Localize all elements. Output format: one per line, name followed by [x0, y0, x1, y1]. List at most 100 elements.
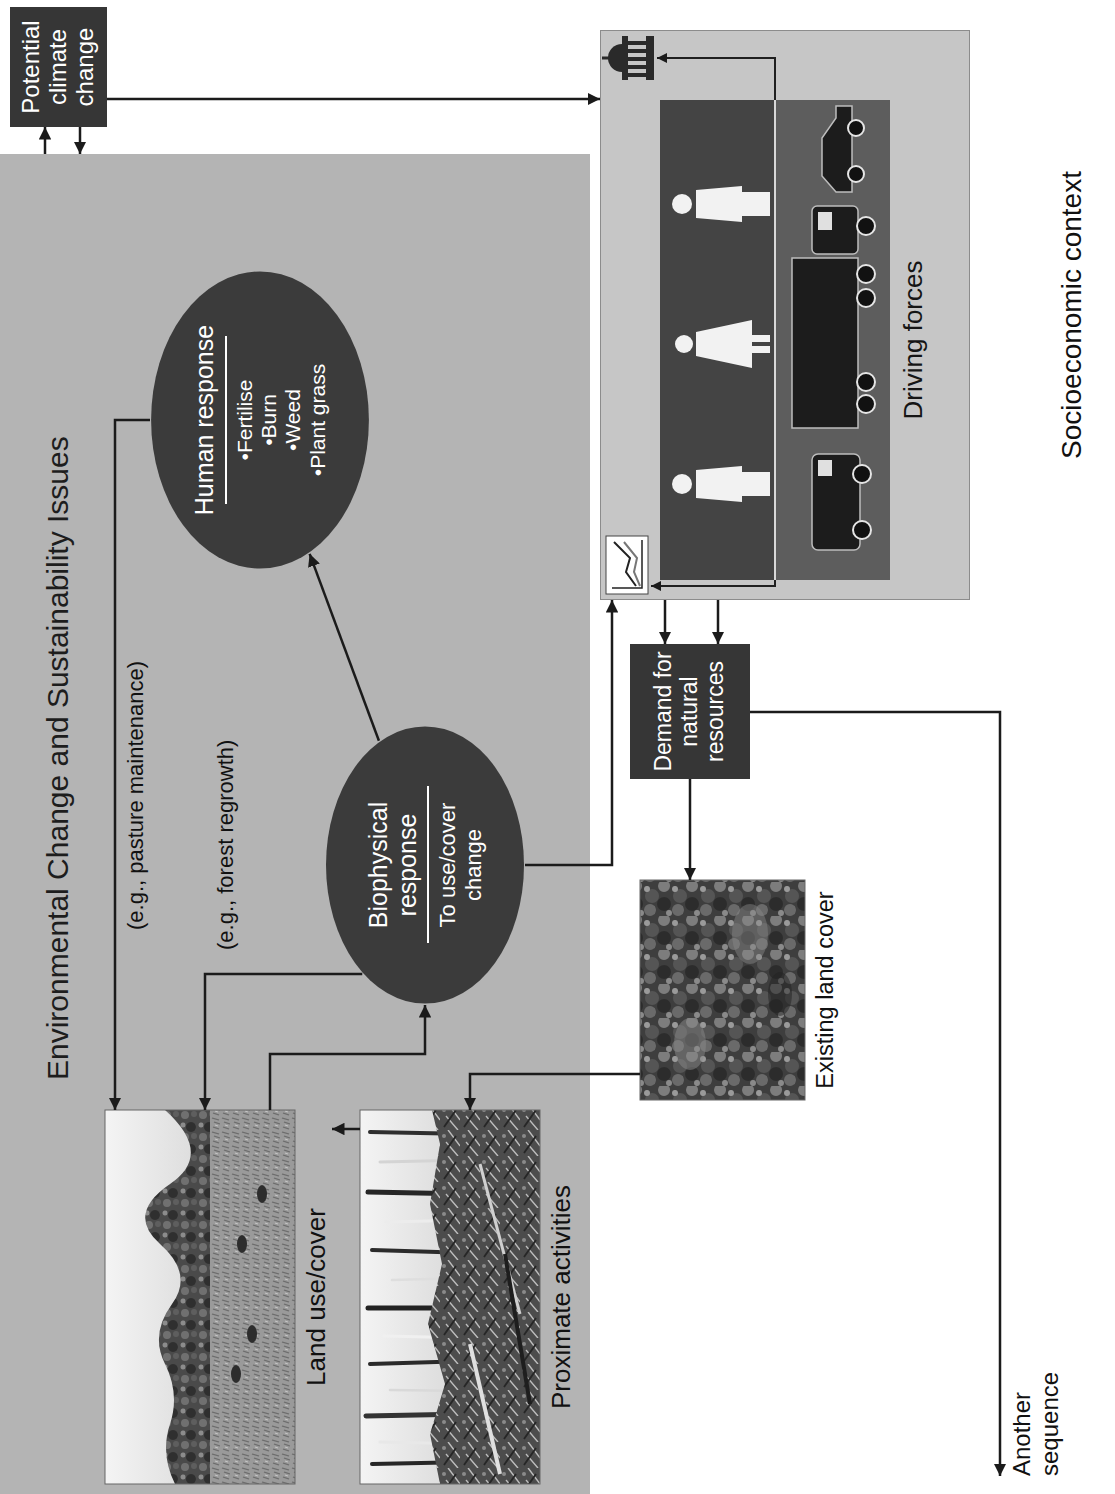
vehicle-band [775, 100, 890, 580]
pasture-photo [105, 1110, 295, 1484]
vehicle-icons [812, 454, 860, 550]
vehicle-icons [857, 217, 875, 235]
flow-arrow [689, 779, 692, 880]
pasture-photo [145, 1110, 215, 1484]
photo-caption: Land use/cover [301, 1110, 332, 1484]
photo-caption: Existing land cover [811, 880, 839, 1100]
statistics-graph-icon [606, 536, 648, 594]
process-box: Potential climate change [10, 7, 107, 127]
ellipse-outline [325, 725, 525, 1005]
flow-arrow [664, 600, 667, 644]
flow-arrow [525, 600, 612, 865]
forest-canopy-photo [674, 1018, 706, 1070]
flow-arrow [115, 420, 150, 1110]
flow-arrow [717, 600, 720, 644]
vehicle-icons [822, 106, 852, 192]
panel-title: Environmental Change and Sustainability … [40, 154, 76, 1080]
forest-canopy-photo [732, 904, 768, 964]
flow-arrow [270, 1005, 425, 1110]
statistics-graph-icon [612, 540, 642, 588]
burnt-forest-photo [470, 1344, 500, 1474]
pasture-photo [257, 1185, 267, 1203]
vehicle-icons [818, 212, 832, 230]
people-icons [696, 320, 752, 368]
government-building-icon [628, 49, 646, 53]
ellipse-shape [151, 272, 369, 569]
burnt-forest-photo [505, 1254, 530, 1404]
statistics-graph-icon [614, 542, 636, 586]
vehicle-icons [848, 120, 864, 136]
ellipse-text: To use/cover change [435, 773, 486, 958]
panel-label: Driving forces [898, 100, 929, 580]
government-building-icon [628, 41, 646, 45]
vehicle-icons [853, 521, 871, 539]
response-ellipse: Human response•Fertilise•Burn•Weed•Plant… [150, 270, 370, 570]
government-building-icon [646, 36, 654, 80]
vehicle-icons [853, 465, 871, 483]
pasture-photo [105, 1110, 295, 1484]
government-building-icon [602, 36, 654, 80]
context-link-line [651, 58, 775, 586]
people-icons [672, 194, 692, 214]
pasture-photo [105, 1110, 295, 1484]
people-icons [672, 474, 692, 494]
government-building-icon [628, 65, 646, 69]
flow-arrow [332, 1128, 360, 1131]
vehicle-icons [792, 106, 875, 550]
forest-canopy-photo [640, 880, 805, 1100]
vehicle-icons [792, 258, 858, 428]
burnt-forest-photo [360, 1110, 540, 1484]
vehicle-icons [848, 166, 864, 182]
vehicle-icons [818, 460, 832, 476]
context-label: Socioeconomic context [1055, 30, 1089, 600]
ellipse-heading: Biophysical response [364, 773, 422, 958]
forest-canopy-photo [640, 880, 805, 1100]
vehicle-icons [812, 206, 858, 254]
government-building-icon [602, 57, 610, 60]
free-label: Another sequence [1008, 1346, 1063, 1476]
burnt-forest-photo [360, 1110, 540, 1484]
government-building-icon [628, 73, 646, 77]
pasture-photo [210, 1110, 295, 1484]
flow-arrow [205, 974, 362, 1110]
people-icons [752, 335, 770, 342]
ellipse-text: •Fertilise [233, 380, 257, 461]
flow-arrow [107, 98, 600, 101]
ellipse-shape [326, 726, 524, 1003]
pasture-photo [247, 1325, 257, 1343]
flow-arrow [79, 127, 82, 154]
government-building-icon [622, 36, 628, 80]
people-icons [696, 186, 742, 222]
statistics-graph-icon [606, 536, 648, 594]
people-icons [742, 472, 770, 496]
divider-rule [225, 336, 227, 504]
context-link-line [774, 100, 776, 580]
box-label: Demand for natural resources [651, 650, 728, 773]
flow-arrow [470, 1074, 640, 1110]
vehicle-icons [857, 289, 875, 307]
context-link-line [651, 58, 775, 586]
people-icons [742, 192, 770, 216]
process-box: Demand for natural resources [630, 644, 750, 779]
burnt-forest-photo [428, 1110, 540, 1484]
vehicle-icons [857, 395, 875, 413]
government-building-icon [608, 44, 622, 72]
people-icons [752, 346, 770, 353]
flow-arrow [310, 554, 379, 741]
forest-canopy-photo [768, 972, 792, 1016]
flow-arrow [44, 127, 47, 154]
people-icons [675, 335, 693, 353]
people-icons [672, 186, 770, 502]
pasture-photo [237, 1235, 247, 1253]
government-building-icon [628, 57, 646, 61]
response-ellipse: Biophysical response To use/cover change [325, 725, 525, 1005]
vehicle-icons [857, 265, 875, 283]
vehicle-band [775, 100, 890, 580]
vehicle-icons [857, 373, 875, 391]
forest-canopy-photo [640, 880, 805, 1100]
burnt-forest-photo [360, 1110, 540, 1484]
ellipse-heading: Human response [190, 325, 219, 515]
pasture-photo [231, 1365, 241, 1383]
sequence-arrow [750, 712, 1000, 1476]
